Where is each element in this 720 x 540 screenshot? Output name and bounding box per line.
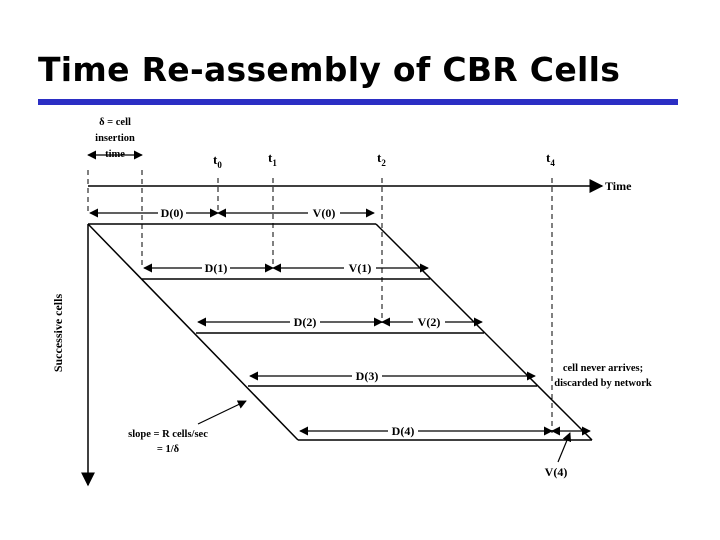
label-d4: D(4) <box>392 424 415 438</box>
label-v1: V(1) <box>349 261 372 275</box>
slope-note-line-2: = 1/δ <box>157 444 180 455</box>
slope-pointer <box>197 400 247 425</box>
time-axis-label: Time <box>605 179 632 193</box>
label-v2: V(2) <box>418 315 441 329</box>
never-arrives-note-line-2: discarded by network <box>554 378 652 389</box>
time-marker-t4: t4 <box>546 150 555 168</box>
delta-note-line-2: insertion <box>95 133 135 144</box>
label-v0: V(0) <box>313 206 336 220</box>
reassembly-band <box>87 223 593 441</box>
arrival-slope-line <box>87 223 299 441</box>
slide-title: Time Re-assembly of CBR Cells <box>38 50 621 89</box>
cells-axis-label: Successive cells <box>51 294 65 373</box>
slope-note-line-1: slope = R cells/sec <box>128 429 208 440</box>
never-arrives-note-line-1: cell never arrives; <box>563 363 643 374</box>
label-d2: D(2) <box>294 315 317 329</box>
interval-labels: D(0) V(0) D(1) V(1) D(2) V(2) D(3) D(4) <box>158 204 445 438</box>
time-marker-t1: t1 <box>268 150 277 168</box>
playout-slope-line <box>375 223 593 441</box>
delta-note-line-1: δ = cell <box>99 117 131 128</box>
dashed-guides <box>87 170 553 433</box>
label-d0: D(0) <box>161 206 184 220</box>
time-marker-t0: t0 <box>213 152 222 170</box>
label-d3: D(3) <box>356 369 379 383</box>
time-marker-t2: t2 <box>377 150 386 168</box>
v4-pointer <box>557 432 572 463</box>
label-d1: D(1) <box>205 261 228 275</box>
title-underline <box>38 99 678 105</box>
label-v4: V(4) <box>545 465 568 479</box>
